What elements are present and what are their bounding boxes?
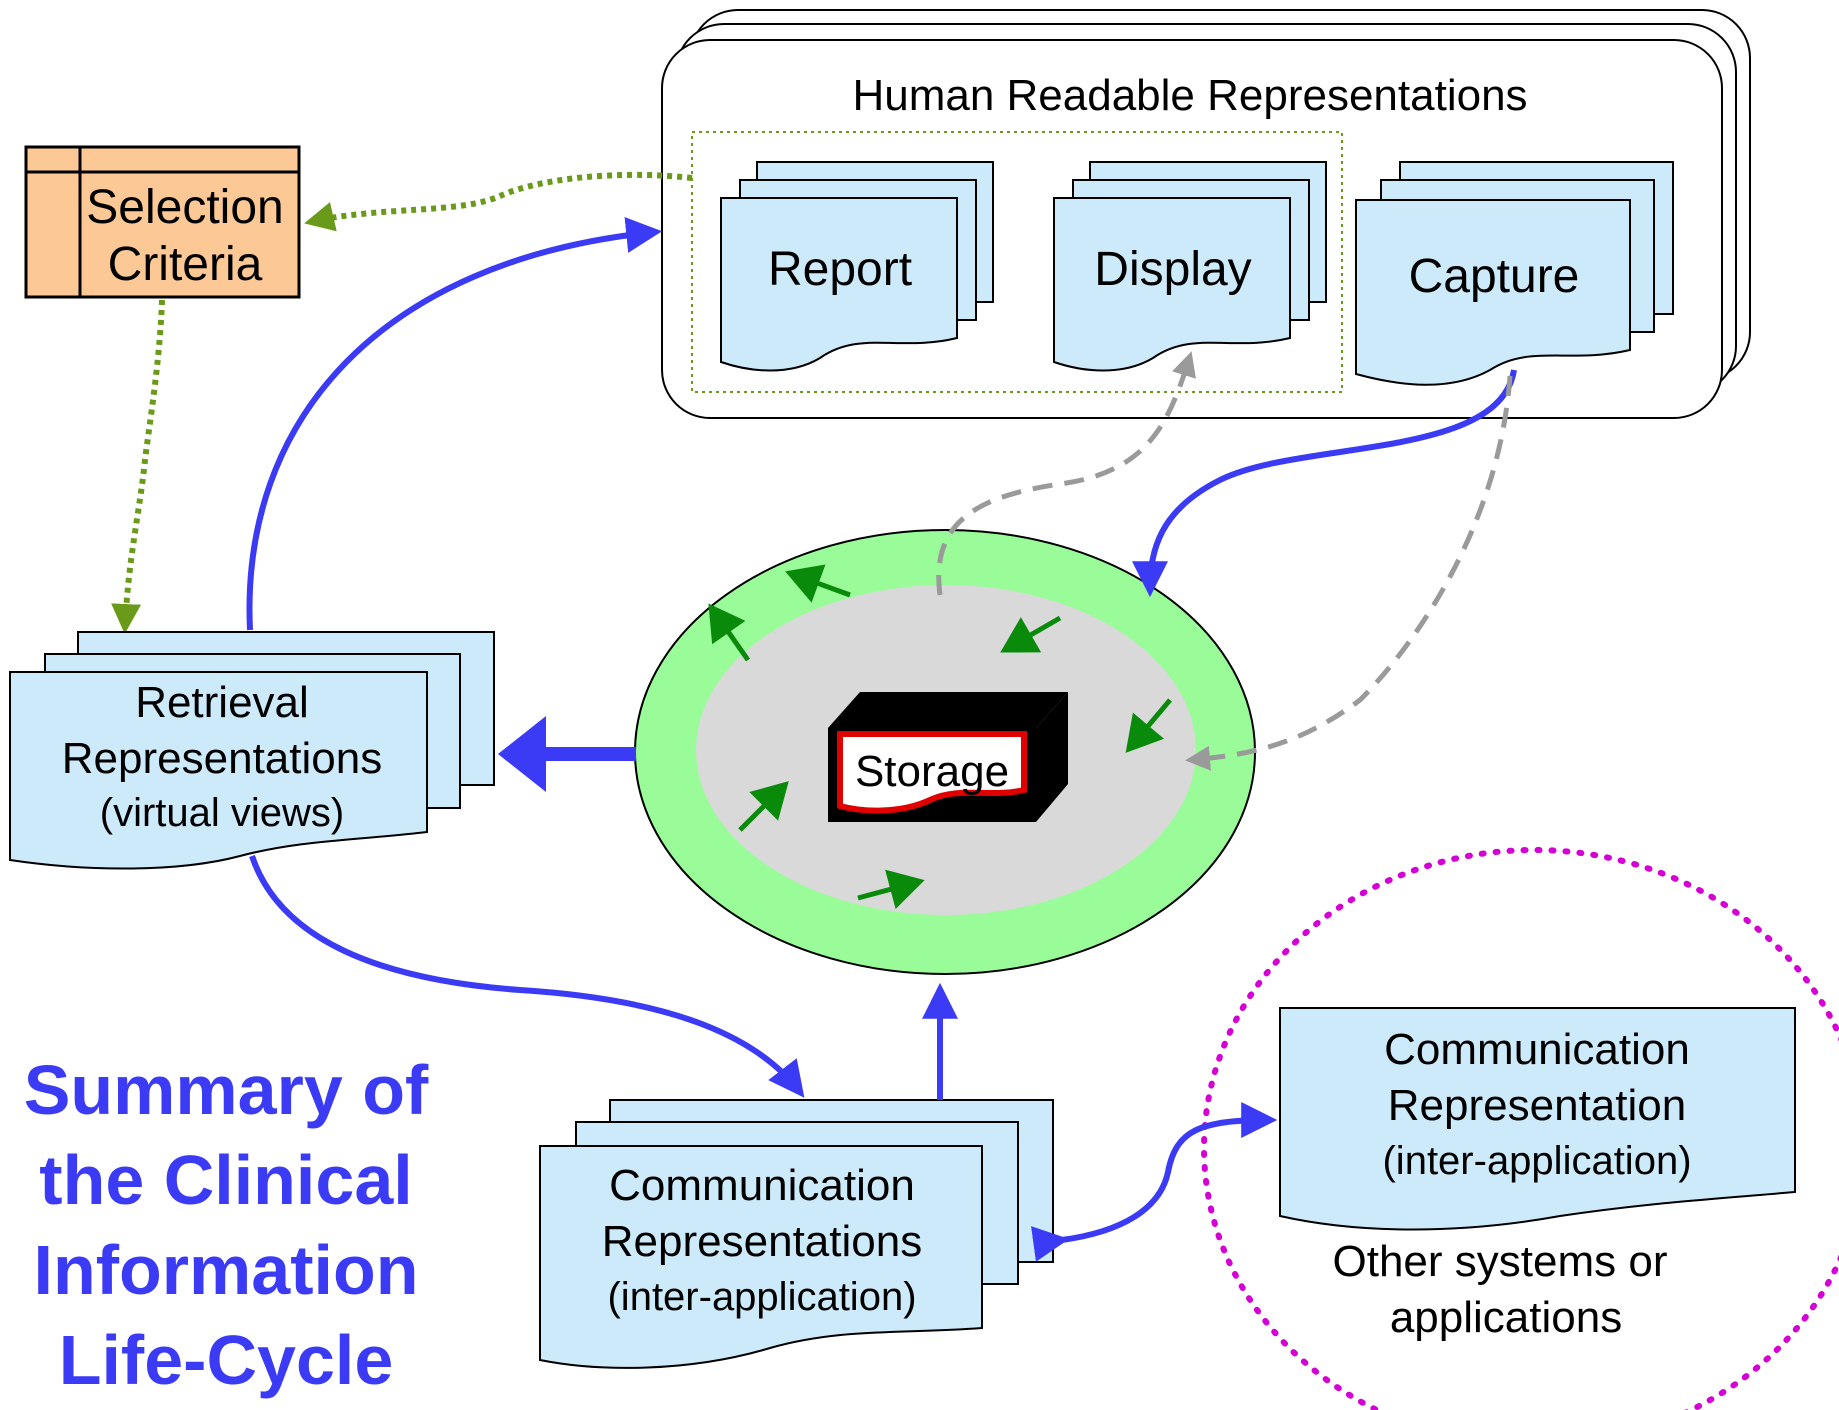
retrieval-line3: (virtual views) — [100, 791, 344, 835]
communication-local-line3: (inter-application) — [607, 1275, 916, 1319]
retrieval-line2: Representations — [62, 734, 382, 783]
human-readable-container: Human Readable Representations Report Di… — [661, 9, 1751, 419]
report-display-group — [691, 131, 1343, 393]
storage-to-retrieval-head — [498, 716, 546, 792]
summary-title-line3: Information — [34, 1231, 419, 1309]
storage-box: Storage — [828, 692, 1068, 822]
cycle-arrow-4 — [857, 869, 925, 909]
summary-title-line2: the Clinical — [39, 1141, 412, 1219]
selection-to-retrieval-arrow — [111, 299, 165, 634]
cycle-arrows — [708, 564, 1172, 909]
communication-local-line2: Representations — [602, 1217, 922, 1266]
communication-exchange-arrow — [1031, 1102, 1278, 1262]
retrieval-doc: Retrieval Representations (virtual views… — [9, 631, 495, 870]
communication-external-line1: Communication — [1384, 1025, 1690, 1074]
human-readable-title: Human Readable Representations — [852, 71, 1527, 120]
retrieval-line1: Retrieval — [135, 678, 309, 727]
display-doc: Display — [1053, 161, 1327, 372]
other-systems-line1: Other systems or — [1333, 1237, 1668, 1286]
summary-title-line1: Summary of — [24, 1051, 429, 1129]
storage-label: Storage — [855, 747, 1009, 796]
communication-external-doc: Communication Representation (inter-appl… — [1279, 1007, 1796, 1231]
communication-external-line2: Representation — [1388, 1081, 1686, 1130]
retrieval-to-human-arrow — [246, 217, 663, 631]
display-label: Display — [1094, 243, 1251, 296]
communication-local-doc: Communication Representations (inter-app… — [539, 1099, 1054, 1369]
cycle-arrow-6 — [1125, 698, 1172, 753]
summary-title-line4: Life-Cycle — [59, 1321, 394, 1399]
cycle-arrow-5 — [1000, 615, 1062, 653]
communication-local-line1: Communication — [609, 1161, 915, 1210]
report-label: Report — [768, 243, 912, 296]
capture-label: Capture — [1409, 250, 1580, 303]
other-systems-line2: applications — [1390, 1293, 1622, 1342]
report-doc: Report — [720, 161, 994, 372]
selection-criteria-box: Selection Criteria — [24, 145, 301, 299]
selection-feedback-arrow — [304, 171, 693, 232]
communication-external-line3: (inter-application) — [1382, 1139, 1691, 1183]
capture-to-storage-arrow — [1132, 369, 1517, 598]
selection-criteria-line1: Selection — [86, 181, 283, 234]
cycle-arrow-1 — [785, 564, 851, 603]
cycle-arrow-2 — [708, 603, 751, 662]
capture-doc: Capture — [1355, 161, 1674, 386]
capture-to-storage-dashed — [1185, 375, 1513, 771]
cycle-arrow-3 — [738, 781, 789, 832]
retrieval-to-communication-arrow — [249, 855, 805, 1098]
summary-title: Summary of the Clinical Information Life… — [24, 1051, 429, 1399]
storage-to-display-dashed — [936, 351, 1196, 596]
selection-criteria-line2: Criteria — [108, 238, 263, 291]
